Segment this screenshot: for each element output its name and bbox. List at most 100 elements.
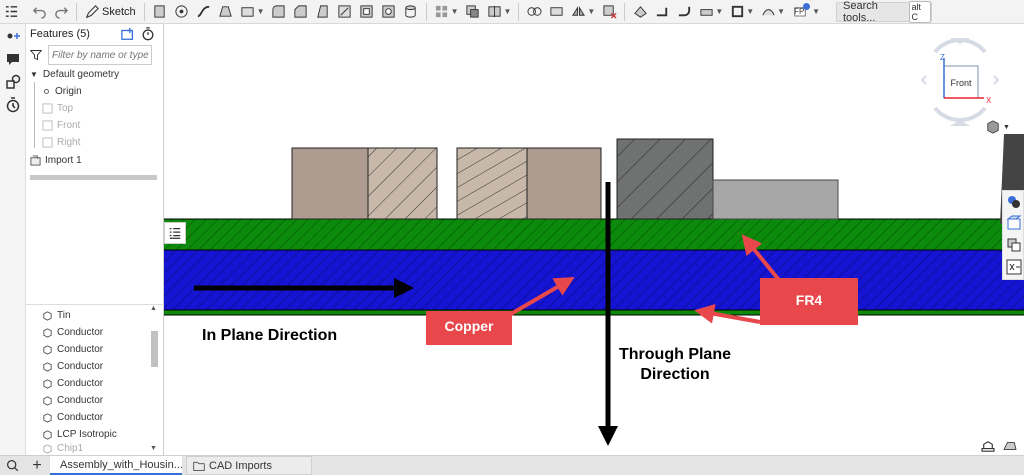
undo-icon[interactable] [30, 3, 48, 21]
component-block[interactable] [712, 179, 839, 220]
revolve-icon[interactable] [173, 3, 191, 21]
loft-icon[interactable] [217, 3, 235, 21]
chevron-down-icon[interactable]: ▼ [746, 7, 755, 16]
folder-icon [193, 461, 205, 471]
copper-callout-box [426, 311, 512, 345]
plane-icon[interactable] [547, 3, 565, 21]
list-item[interactable]: Conductor [42, 392, 103, 409]
chevron-down-icon[interactable]: ▼ [587, 7, 596, 16]
search-tools-label: Search tools... [843, 0, 878, 24]
list-item[interactable]: Conductor [42, 409, 103, 426]
mirror-icon[interactable] [569, 3, 587, 21]
delete-part-icon[interactable] [600, 3, 618, 21]
pattern-icon[interactable] [433, 3, 451, 21]
history-icon[interactable] [5, 97, 21, 113]
graphics-viewport[interactable]: Copper FR4 In Plane Direction Through Pl… [164, 24, 1024, 455]
sketch-button[interactable]: Sketch [81, 4, 140, 19]
panel-resize-handle[interactable] [30, 175, 157, 180]
part-icon [43, 362, 52, 372]
list-item[interactable]: Conductor [42, 341, 103, 358]
add-feature-icon[interactable] [5, 28, 21, 44]
tree-item-plane-top[interactable]: Top [42, 100, 73, 116]
list-item[interactable]: Chip1 [42, 443, 83, 455]
boolean-icon[interactable] [463, 3, 481, 21]
frame-icon[interactable] [728, 3, 746, 21]
shell-icon[interactable] [358, 3, 376, 21]
custom-feature-icon[interactable]: FP [790, 2, 812, 21]
thicken-icon[interactable] [239, 3, 257, 21]
tab-cad-imports[interactable]: CAD Imports [186, 456, 312, 475]
section-view-icon[interactable] [1006, 237, 1022, 253]
unfold-icon[interactable] [697, 3, 715, 21]
component-block[interactable] [526, 147, 602, 220]
parts-icon[interactable] [5, 74, 21, 90]
variables-icon[interactable] [1006, 259, 1022, 275]
split-icon[interactable] [485, 3, 503, 21]
part-label: Conductor [57, 378, 104, 389]
tab-assembly[interactable]: Assembly_with_Housin... [50, 456, 183, 475]
import-icon [30, 154, 41, 166]
list-item[interactable]: Conductor [42, 358, 103, 375]
scroll-up-icon[interactable]: ▲ [150, 305, 157, 312]
list-item[interactable]: Tin [42, 307, 71, 324]
chevron-down-icon[interactable]: ▼ [503, 7, 512, 16]
tree-item-plane-right[interactable]: Right [42, 134, 80, 150]
display-icon[interactable] [1003, 440, 1017, 452]
default-geometry-folder[interactable]: ▼ Default geometry [30, 66, 119, 82]
toolbar-divider [425, 2, 427, 21]
redo-icon[interactable] [52, 3, 70, 21]
fillet-icon[interactable] [270, 3, 288, 21]
comments-icon[interactable] [5, 51, 21, 67]
chamfer-icon[interactable] [292, 3, 310, 21]
sweep-icon[interactable] [195, 3, 213, 21]
scroll-down-icon[interactable]: ▼ [150, 445, 157, 452]
scroll-thumb[interactable] [151, 331, 158, 367]
search-tools-button[interactable]: Search tools... alt C [836, 0, 932, 24]
rollback-timer-icon[interactable] [141, 27, 155, 41]
hole-icon[interactable] [380, 3, 398, 21]
insert-tab-button[interactable] [0, 459, 24, 472]
chevron-down-icon[interactable]: ▼ [1003, 123, 1010, 131]
view-cube[interactable]: Front Z X [920, 38, 1000, 128]
chevron-down-icon[interactable]: ▼ [30, 69, 38, 79]
fr4-callout-arrow-bottom [694, 303, 761, 324]
measure-icon[interactable] [981, 440, 995, 452]
appearance-icon[interactable] [1006, 194, 1022, 210]
view-options-button[interactable]: ▼ [986, 120, 1010, 134]
origin-label: Origin [55, 85, 82, 97]
tree-item-plane-front[interactable]: Front [42, 117, 80, 133]
parts-scrollbar[interactable]: ▲ ▼ [149, 305, 160, 456]
view-cube-face-label: Front [950, 78, 972, 88]
add-folder-icon[interactable] [121, 27, 135, 41]
part-label: Tin [57, 310, 71, 321]
filter-icon[interactable] [30, 49, 42, 61]
feature-list-toggle[interactable] [164, 222, 186, 244]
flange-icon[interactable] [653, 3, 671, 21]
chevron-down-icon[interactable]: ▼ [450, 7, 459, 16]
draft-icon[interactable] [314, 3, 332, 21]
component-block[interactable] [291, 147, 369, 220]
mass-properties-icon[interactable] [1006, 215, 1022, 231]
chevron-down-icon[interactable]: ▼ [256, 7, 265, 16]
list-item[interactable]: Conductor [42, 375, 103, 392]
list-item[interactable]: Conductor [42, 324, 103, 341]
cylinder-icon[interactable] [402, 3, 420, 21]
tree-item-origin[interactable]: Origin [44, 83, 82, 99]
list-item[interactable]: LCP Isotropic [42, 426, 117, 443]
feature-list-icon[interactable] [2, 3, 20, 21]
surface-icon[interactable] [759, 3, 777, 21]
fr4-bottom-layer[interactable] [164, 310, 1024, 315]
tab-assembly-label: Assembly_with_Housin... [60, 458, 183, 471]
add-tab-button[interactable]: + [32, 456, 42, 474]
chevron-down-icon[interactable]: ▼ [715, 7, 724, 16]
chevron-down-icon[interactable]: ▼ [812, 7, 821, 16]
plane-icon [42, 119, 53, 131]
extrude-icon[interactable] [151, 3, 169, 21]
mate-icon[interactable] [525, 3, 543, 21]
feature-filter-input[interactable] [48, 45, 152, 65]
chevron-down-icon[interactable]: ▼ [777, 7, 786, 16]
rib-icon[interactable] [336, 3, 354, 21]
bend-icon[interactable] [675, 3, 693, 21]
tree-item-import[interactable]: Import 1 [30, 152, 82, 168]
sheet-metal-icon[interactable] [631, 3, 649, 21]
